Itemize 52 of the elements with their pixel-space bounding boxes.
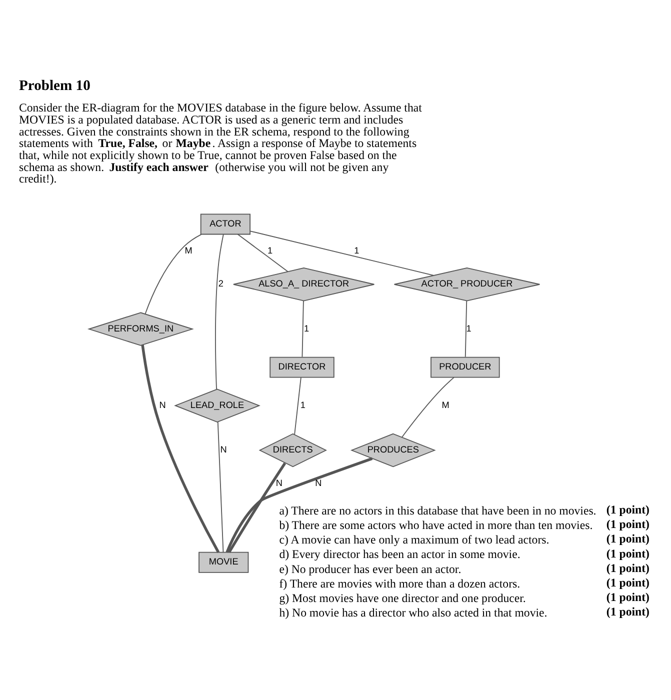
- label: a) There are no actors in this database that have been in no movies.: [279, 503, 596, 518]
- edge-label: M: [184, 245, 192, 256]
- label: (1 point): [606, 560, 650, 575]
- label: e) No producer has ever been an actor.: [279, 562, 462, 576]
- node-diamond: LEAD_ROLE: [174, 388, 260, 422]
- label: (1 point): [606, 604, 650, 619]
- connector: [215, 234, 224, 390]
- label: c) A movie can have only a maximum of two lead actors.: [279, 532, 550, 547]
- edge-label: N: [276, 478, 283, 488]
- connector: [141, 344, 220, 553]
- label: (1 point): [606, 590, 650, 604]
- connector: [250, 230, 434, 276]
- node-diamond: PRODUCES: [350, 433, 436, 468]
- label: h) No movie has a director who also acted in that movie.: [279, 606, 548, 620]
- edge-label: N: [159, 400, 166, 410]
- label: (1 point): [606, 546, 650, 560]
- label: (1 point): [606, 532, 650, 546]
- label: f) There are movies with more than a dozen actors.: [279, 576, 520, 590]
- edge-label: N: [315, 478, 322, 488]
- node-diamond: PERFORMS_IN: [87, 312, 194, 346]
- label: (1 point): [606, 517, 650, 532]
- connector: [144, 234, 202, 314]
- connector: [226, 457, 373, 553]
- connector: [402, 377, 454, 438]
- edge-label: 1: [300, 400, 306, 410]
- edge-label: N: [220, 444, 227, 455]
- connector: [237, 234, 288, 272]
- edge-label: 1: [466, 323, 472, 334]
- connector: [302, 300, 304, 358]
- label: Consider the ER-diagram for the MOVIES database in the figure below. Assume that MOVIES is a populated database. ACTOR is used as a generic term and includes actresses. Given the constraints shown in the ER schema, respond to the following statements with True, False, or Maybe. Assign a response of Maybe to statements that, while not explicitly shown to be True, cannot be proven False based on the schema as shown. Justify each answer (otherwise you will not be given any credit!).: [18, 100, 422, 186]
- edge-label: 2: [218, 278, 224, 289]
- connector: [464, 300, 468, 358]
- node-diamond: ACTOR_ PRODUCER: [394, 268, 540, 302]
- edge-label: M: [442, 400, 450, 410]
- node-box: ACTOR: [200, 214, 250, 235]
- edge-label: 1: [304, 323, 310, 334]
- diagram-title: Problem 10: [18, 78, 90, 94]
- edge-label: 1: [268, 245, 273, 256]
- node-diamond: DIRECTS: [258, 433, 327, 468]
- node-box: DIRECTOR: [270, 356, 334, 378]
- node-diamond: ALSO_A_ DIRECTOR: [233, 268, 375, 302]
- node-box: MOVIE: [198, 552, 249, 573]
- label: (1 point): [606, 502, 650, 517]
- label: d) Every director has been an actor in some movie.: [279, 547, 520, 562]
- label: b) There are some actors who have acted in more than ten movies.: [279, 518, 593, 532]
- connector: [217, 421, 224, 553]
- edge-label: 1: [354, 245, 360, 256]
- node-box: PRODUCER: [430, 356, 500, 378]
- label: g) Most movies have one director and one producer.: [279, 590, 526, 605]
- label: (1 point): [606, 575, 650, 590]
- connector: [294, 377, 302, 435]
- connector: [228, 462, 286, 554]
